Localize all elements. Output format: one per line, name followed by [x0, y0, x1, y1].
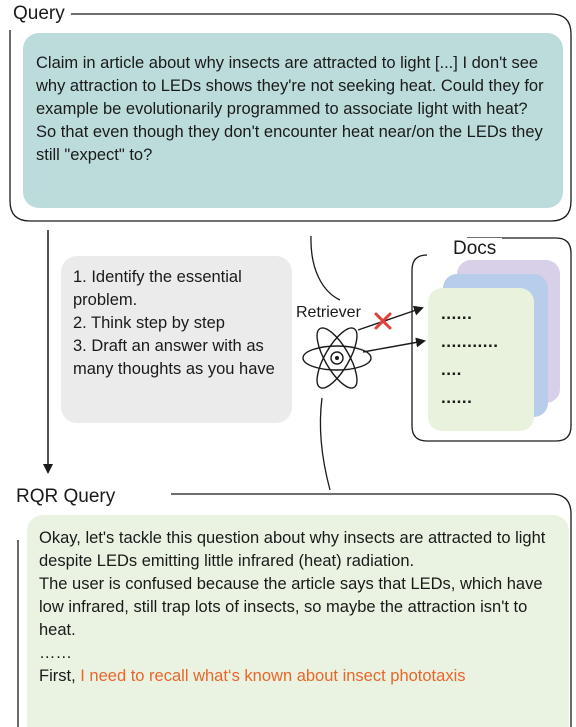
doc-lines: ...... ........... .... ...... — [441, 300, 498, 412]
rqr-text: Okay, let's tackle this question about w… — [39, 527, 564, 688]
docs-frame — [411, 237, 572, 442]
steps-box — [61, 256, 292, 423]
step-item: 2. Think step by step — [73, 314, 225, 332]
reject-mark — [374, 312, 392, 330]
doc-line: ........... — [441, 332, 499, 351]
step-item: 3. Draft an answer with as many thoughts… — [73, 337, 275, 378]
retriever-top-connector — [310, 235, 341, 301]
instruction-steps: 1. Identify the essential problem. 2. Th… — [73, 266, 285, 381]
rqr-title: RQR Query — [14, 486, 122, 508]
rqr-frame — [17, 493, 572, 727]
query-box — [23, 33, 563, 208]
rqr-paragraph-2: The user is confused because the article… — [39, 575, 543, 639]
doc-line: .... — [441, 360, 462, 379]
doc-line: ...... — [441, 388, 473, 407]
query-text: Claim in article about why insects are a… — [36, 54, 544, 164]
rejected-arrow — [357, 305, 424, 331]
rqr-final-highlight: I need to recall what‘s known about inse… — [80, 667, 466, 685]
retriever-bottom-connector — [319, 397, 331, 491]
rqr-paragraph-1: Okay, let's tackle this question about w… — [39, 529, 546, 570]
accepted-arrow — [362, 337, 426, 353]
rqr-final-line: First, I need to recall what‘s known abo… — [39, 665, 564, 688]
step-item: 1. Identify the essential problem. — [73, 268, 242, 309]
doc-line: ...... — [441, 304, 473, 323]
rqr-final-prefix: First, — [39, 667, 81, 685]
docs-title: Docs — [447, 238, 503, 260]
doc-front — [428, 288, 534, 431]
rqr-ellipsis: …… — [39, 644, 72, 662]
query-title: Query — [11, 3, 71, 25]
atom-icon — [302, 327, 372, 389]
retriever-label: Retriever — [296, 304, 361, 321]
rqr-box — [27, 515, 569, 727]
query-frame — [9, 13, 572, 222]
